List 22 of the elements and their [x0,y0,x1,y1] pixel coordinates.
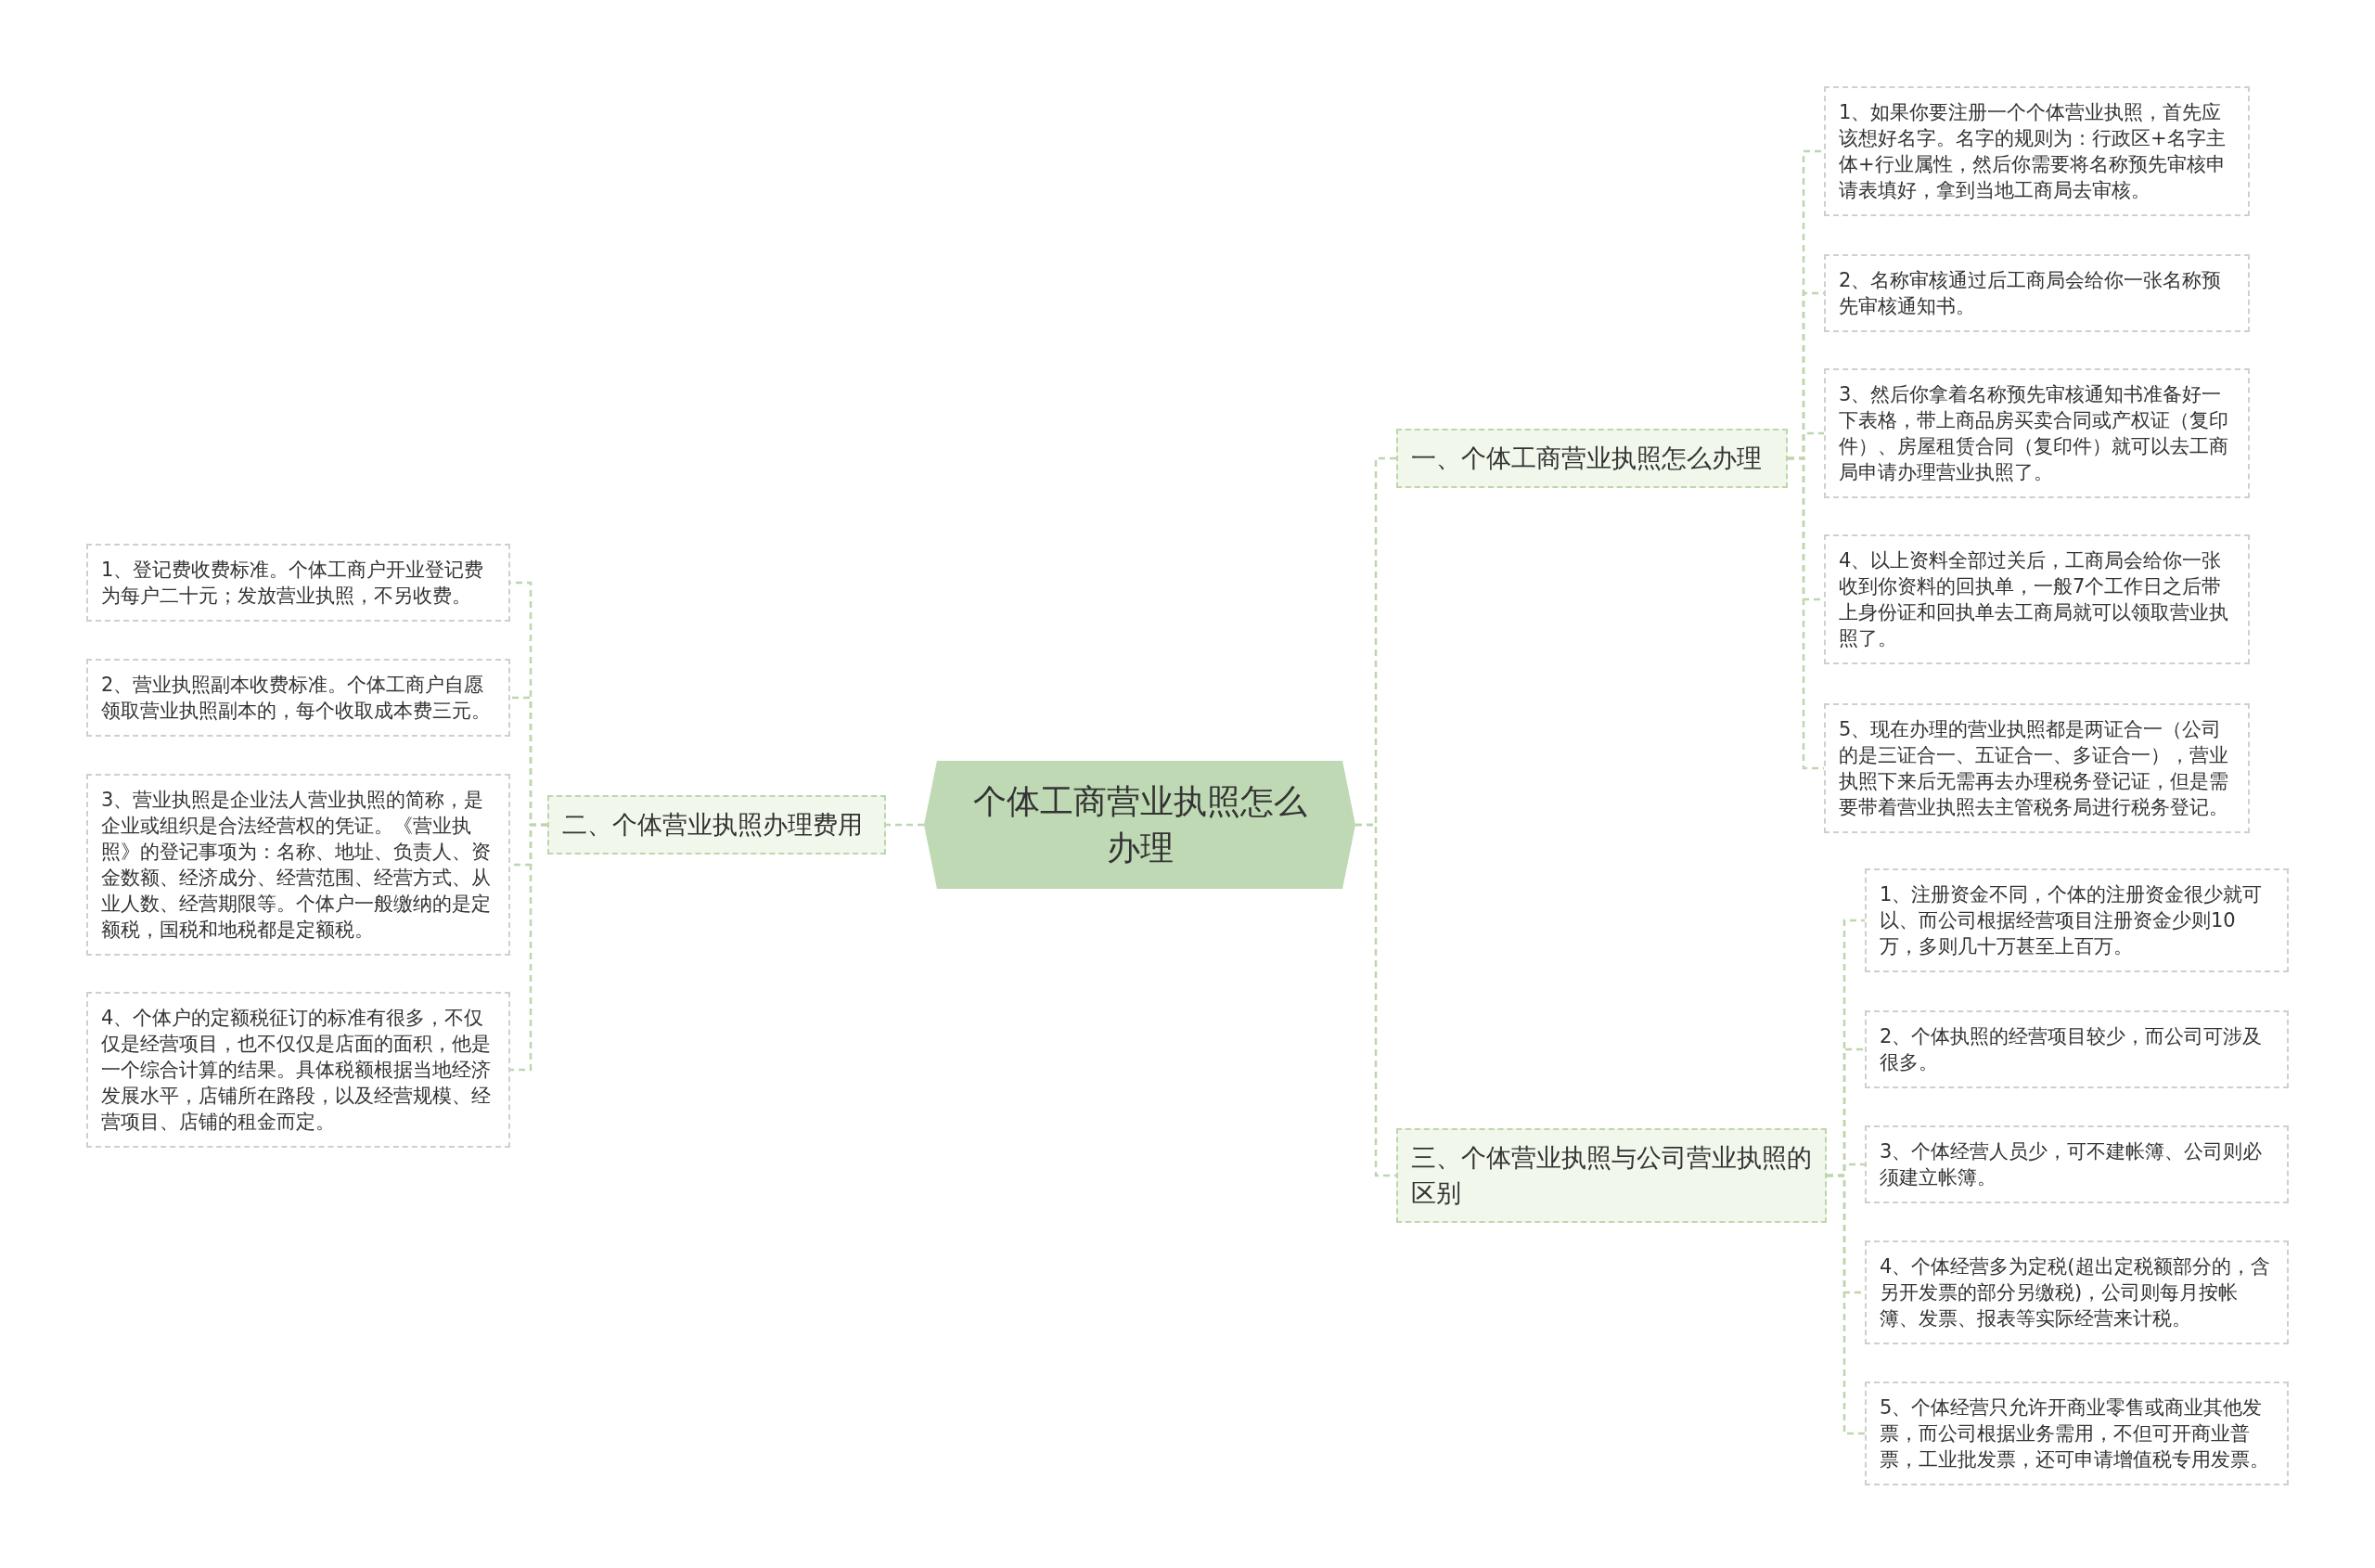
note-box: 3、然后你拿着名称预先审核通知书准备好一下表格，带上商品房买卖合同或产权证（复印件）、房屋租赁合同（复印件）就可以去工商局申请办理营业执照了。 [1824,368,2250,498]
note-box: 2、名称审核通过后工商局会给你一张名称预先审核通知书。 [1824,254,2250,332]
note-box: 5、现在办理的营业执照都是两证合一（公司的是三证合一、五证合一、多证合一），营业执照下来后无需再去办理税务登记证，但是需要带着营业执照去主管税务局进行税务登记。 [1824,703,2250,833]
note-box: 2、营业执照副本收费标准。个体工商户自愿领取营业执照副本的，每个收取成本费三元。 [86,659,510,737]
note-box: 1、注册资金不同，个体的注册资金很少就可以、而公司根据经营项目注册资金少则10万，多则几十万甚至上百万。 [1865,868,2289,972]
connector-line [1827,1174,1865,1435]
note-box: 4、以上资料全部过关后，工商局会给你一张收到你资料的回执单，一般7个工作日之后带上身份证和回执单去工商局就可以领取营业执照了。 [1824,534,2250,664]
note-box: 3、个体经营人员少，可不建帐簿、公司则必须建立帐簿。 [1865,1125,2289,1203]
note-box: 1、如果你要注册一个个体营业执照，首先应该想好名字。名字的规则为：行政区+名字主体+行业属性，然后你需要将名称预先审核申请表填好，拿到当地工商局去审核。 [1824,86,2250,216]
note-box: 5、个体经营只允许开商业零售或商业其他发票，而公司根据业务需用，不但可开商业普票，工业批发票，还可申请增值税专用发票。 [1865,1382,2289,1485]
note-box: 2、个体执照的经营项目较少，而公司可涉及很多。 [1865,1010,2289,1088]
note-box: 4、个体户的定额税征订的标准有很多，不仅仅是经营项目，也不仅仅是店面的面积，他是一个综合计算的结果。具体税额根据当地经济发展水平，店铺所在路段，以及经营规模、经营项目、店铺的租金而定。 [86,992,510,1148]
connector-line [510,823,547,1072]
note-box: 1、登记费收费标准。个体工商户开业登记费为每户二十元；发放营业执照，不另收费。 [86,544,510,622]
note-box: 3、营业执照是企业法人营业执照的简称，是企业或组织是合法经营权的凭证。《营业执照》的登记事项为：名称、地址、负责人、资金数额、经济成分、经营范围、经营方式、从业人数、经营期限等。个体户一般缴纳的是定额税，国税和地税都是定额税。 [86,774,510,956]
topic-box: 二、个体营业执照办理费用 [547,795,886,855]
topic-box: 三、个体营业执照与公司营业执照的区别 [1396,1128,1827,1223]
central-topic-box: 个体工商营业执照怎么办理 [924,761,1355,889]
connector-line [1355,823,1396,1177]
connector-line [886,823,924,827]
topic-box: 一、个体工商营业执照怎么办理 [1396,429,1788,488]
note-box: 4、个体经营多为定税(超出定税额部分的，含另开发票的部分另缴税)，公司则每月按帐簿、发票、报表等实际经营来计税。 [1865,1240,2289,1344]
